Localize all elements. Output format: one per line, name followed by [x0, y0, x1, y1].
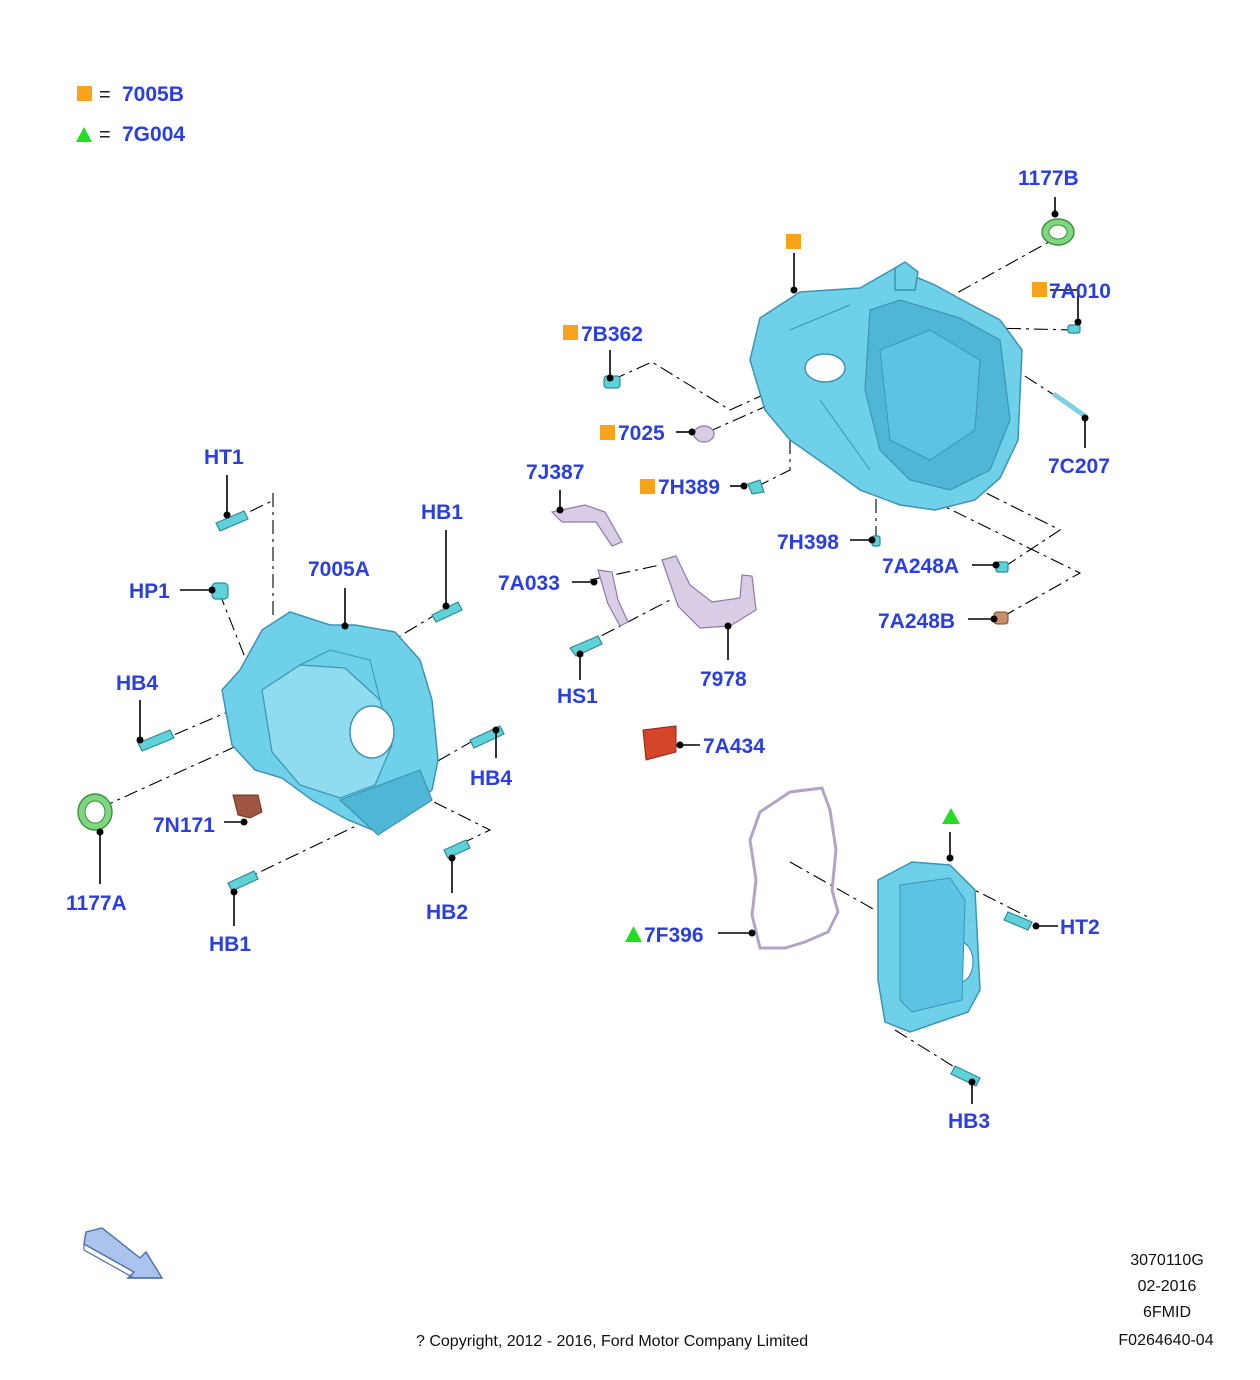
- gasket-7f396: [748, 786, 840, 950]
- orange-square-icon: [786, 234, 801, 249]
- label-7a248a: 7A248A: [882, 555, 959, 578]
- label-hb2: HB2: [426, 901, 468, 924]
- label-hb4-right: HB4: [470, 767, 512, 790]
- label-7a010: 7A010: [1049, 280, 1111, 303]
- label-7025: 7025: [618, 422, 665, 445]
- part-labels: 1177B 7A010 7B362 7025 7C207 7J387 7H389…: [66, 167, 1111, 1133]
- label-ht1: HT1: [204, 446, 244, 469]
- copyright-text: ? Copyright, 2012 - 2016, Ford Motor Com…: [416, 1333, 809, 1350]
- orange-square-icon: [563, 325, 578, 340]
- label-7a033: 7A033: [498, 572, 560, 595]
- label-7c207: 7C207: [1048, 455, 1110, 478]
- label-7a248b: 7A248B: [878, 610, 955, 633]
- direction-arrow-icon: [83, 1227, 164, 1279]
- transmission-case: [749, 261, 1023, 511]
- part-markers: [563, 234, 1047, 942]
- svg-text:=: =: [99, 84, 111, 106]
- legend: = 7005B = 7G004: [76, 83, 185, 146]
- green-triangle-icon: [625, 926, 642, 942]
- label-1177a: 1177A: [66, 892, 127, 915]
- orange-square-icon: [77, 86, 92, 101]
- leader-lines: [96, 197, 1089, 1104]
- legend-green-label: 7G004: [122, 123, 185, 146]
- label-7j387: 7J387: [526, 461, 584, 484]
- converter-housing: [221, 611, 439, 836]
- orange-square-icon: [1032, 282, 1047, 297]
- label-hs1: HS1: [557, 685, 598, 708]
- model-code: 6FMID: [1143, 1304, 1191, 1321]
- orange-square-icon: [640, 479, 655, 494]
- svg-text:=: =: [99, 124, 111, 146]
- orange-square-icon: [600, 425, 615, 440]
- label-hb4-left: HB4: [116, 672, 158, 695]
- components: [77, 218, 1088, 1087]
- side-cover: [877, 861, 981, 1033]
- label-7a434: 7A434: [703, 735, 765, 758]
- label-7005a: 7005A: [308, 558, 370, 581]
- illustration-code: 3070110G: [1130, 1252, 1204, 1269]
- label-hb1-bottom: HB1: [209, 933, 251, 956]
- label-7n171: 7N171: [153, 814, 215, 837]
- label-7f396: 7F396: [644, 924, 704, 947]
- label-hb1-top: HB1: [421, 501, 463, 524]
- label-7b362: 7B362: [581, 323, 643, 346]
- label-7h398: 7H398: [777, 531, 839, 554]
- illustration-date: 02-2016: [1137, 1278, 1197, 1295]
- label-7978: 7978: [700, 668, 747, 691]
- label-1177b: 1177B: [1018, 167, 1079, 190]
- green-triangle-icon: [942, 808, 960, 824]
- label-hb3: HB3: [948, 1110, 990, 1133]
- label-hp1: HP1: [129, 580, 170, 603]
- legend-orange-label: 7005B: [122, 83, 184, 106]
- label-7h389: 7H389: [658, 476, 720, 499]
- figure-number: F0264640-04: [1118, 1332, 1214, 1349]
- label-ht2: HT2: [1060, 916, 1100, 939]
- green-triangle-icon: [76, 127, 92, 142]
